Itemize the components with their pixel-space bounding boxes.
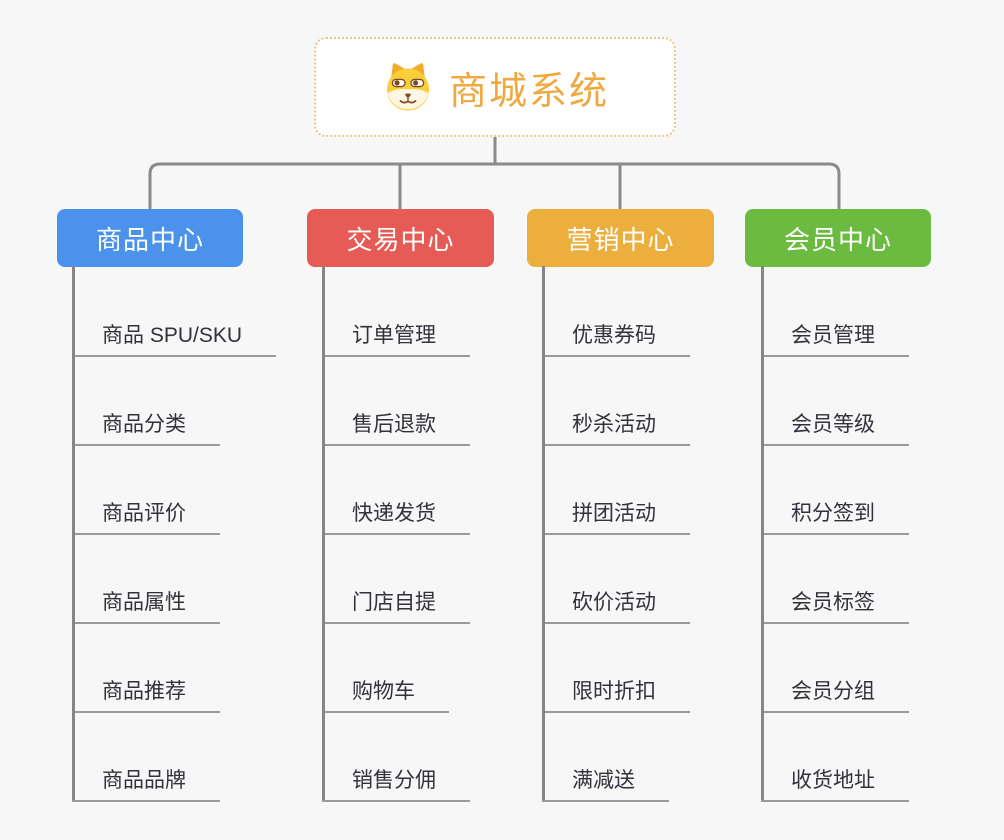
leaf-column-product: 商品 SPU/SKU 商品分类 商品评价 商品属性 商品推荐 商品品牌 [72,266,277,802]
leaf-column-marketing: 优惠券码 秒杀活动 拼团活动 砍价活动 限时折扣 满减送 [542,266,690,802]
leaf-item[interactable]: 砍价活动 [542,590,690,624]
leaf-item[interactable]: 会员分组 [761,679,909,713]
branch-node-product-center[interactable]: 商品中心 [57,209,243,267]
leaf-item[interactable]: 收货地址 [761,768,909,802]
leaf-item[interactable]: 快递发货 [322,501,470,535]
leaf-item[interactable]: 秒杀活动 [542,412,690,446]
branch-node-trade-center[interactable]: 交易中心 [307,209,494,267]
leaf-column-member: 会员管理 会员等级 积分签到 会员标签 会员分组 收货地址 [761,266,909,802]
branch-trunk-line [542,266,545,800]
branch-node-member-center[interactable]: 会员中心 [745,209,931,267]
leaf-item[interactable]: 商品 SPU/SKU [72,323,277,357]
root-title: 商城系统 [448,70,609,113]
leaf-item[interactable]: 订单管理 [322,323,470,357]
dog-face-icon [386,63,430,111]
leaf-item[interactable]: 购物车 [322,679,449,713]
leaf-item[interactable]: 满减送 [542,768,669,802]
leaf-item[interactable]: 积分签到 [761,501,909,535]
leaf-item[interactable]: 会员标签 [761,590,909,624]
leaf-item[interactable]: 优惠券码 [542,323,690,357]
leaf-item[interactable]: 销售分佣 [322,768,470,802]
branch-node-marketing-center[interactable]: 营销中心 [527,209,714,267]
leaf-item[interactable]: 会员管理 [761,323,909,357]
leaf-item[interactable]: 商品分类 [72,412,220,446]
leaf-item[interactable]: 商品推荐 [72,679,220,713]
branch-trunk-line [72,266,75,800]
leaf-item[interactable]: 会员等级 [761,412,909,446]
leaf-item[interactable]: 拼团活动 [542,501,690,535]
leaf-item[interactable]: 商品属性 [72,590,220,624]
leaf-item[interactable]: 售后退款 [322,412,470,446]
leaf-item[interactable]: 商品品牌 [72,768,220,802]
root-node[interactable]: 商城系统 [314,37,676,137]
leaf-item[interactable]: 限时折扣 [542,679,690,713]
leaf-item[interactable]: 商品评价 [72,501,220,535]
branch-trunk-line [761,266,764,800]
leaf-column-trade: 订单管理 售后退款 快递发货 门店自提 购物车 销售分佣 [322,266,470,802]
leaf-item[interactable]: 门店自提 [322,590,470,624]
branch-trunk-line [322,266,325,800]
